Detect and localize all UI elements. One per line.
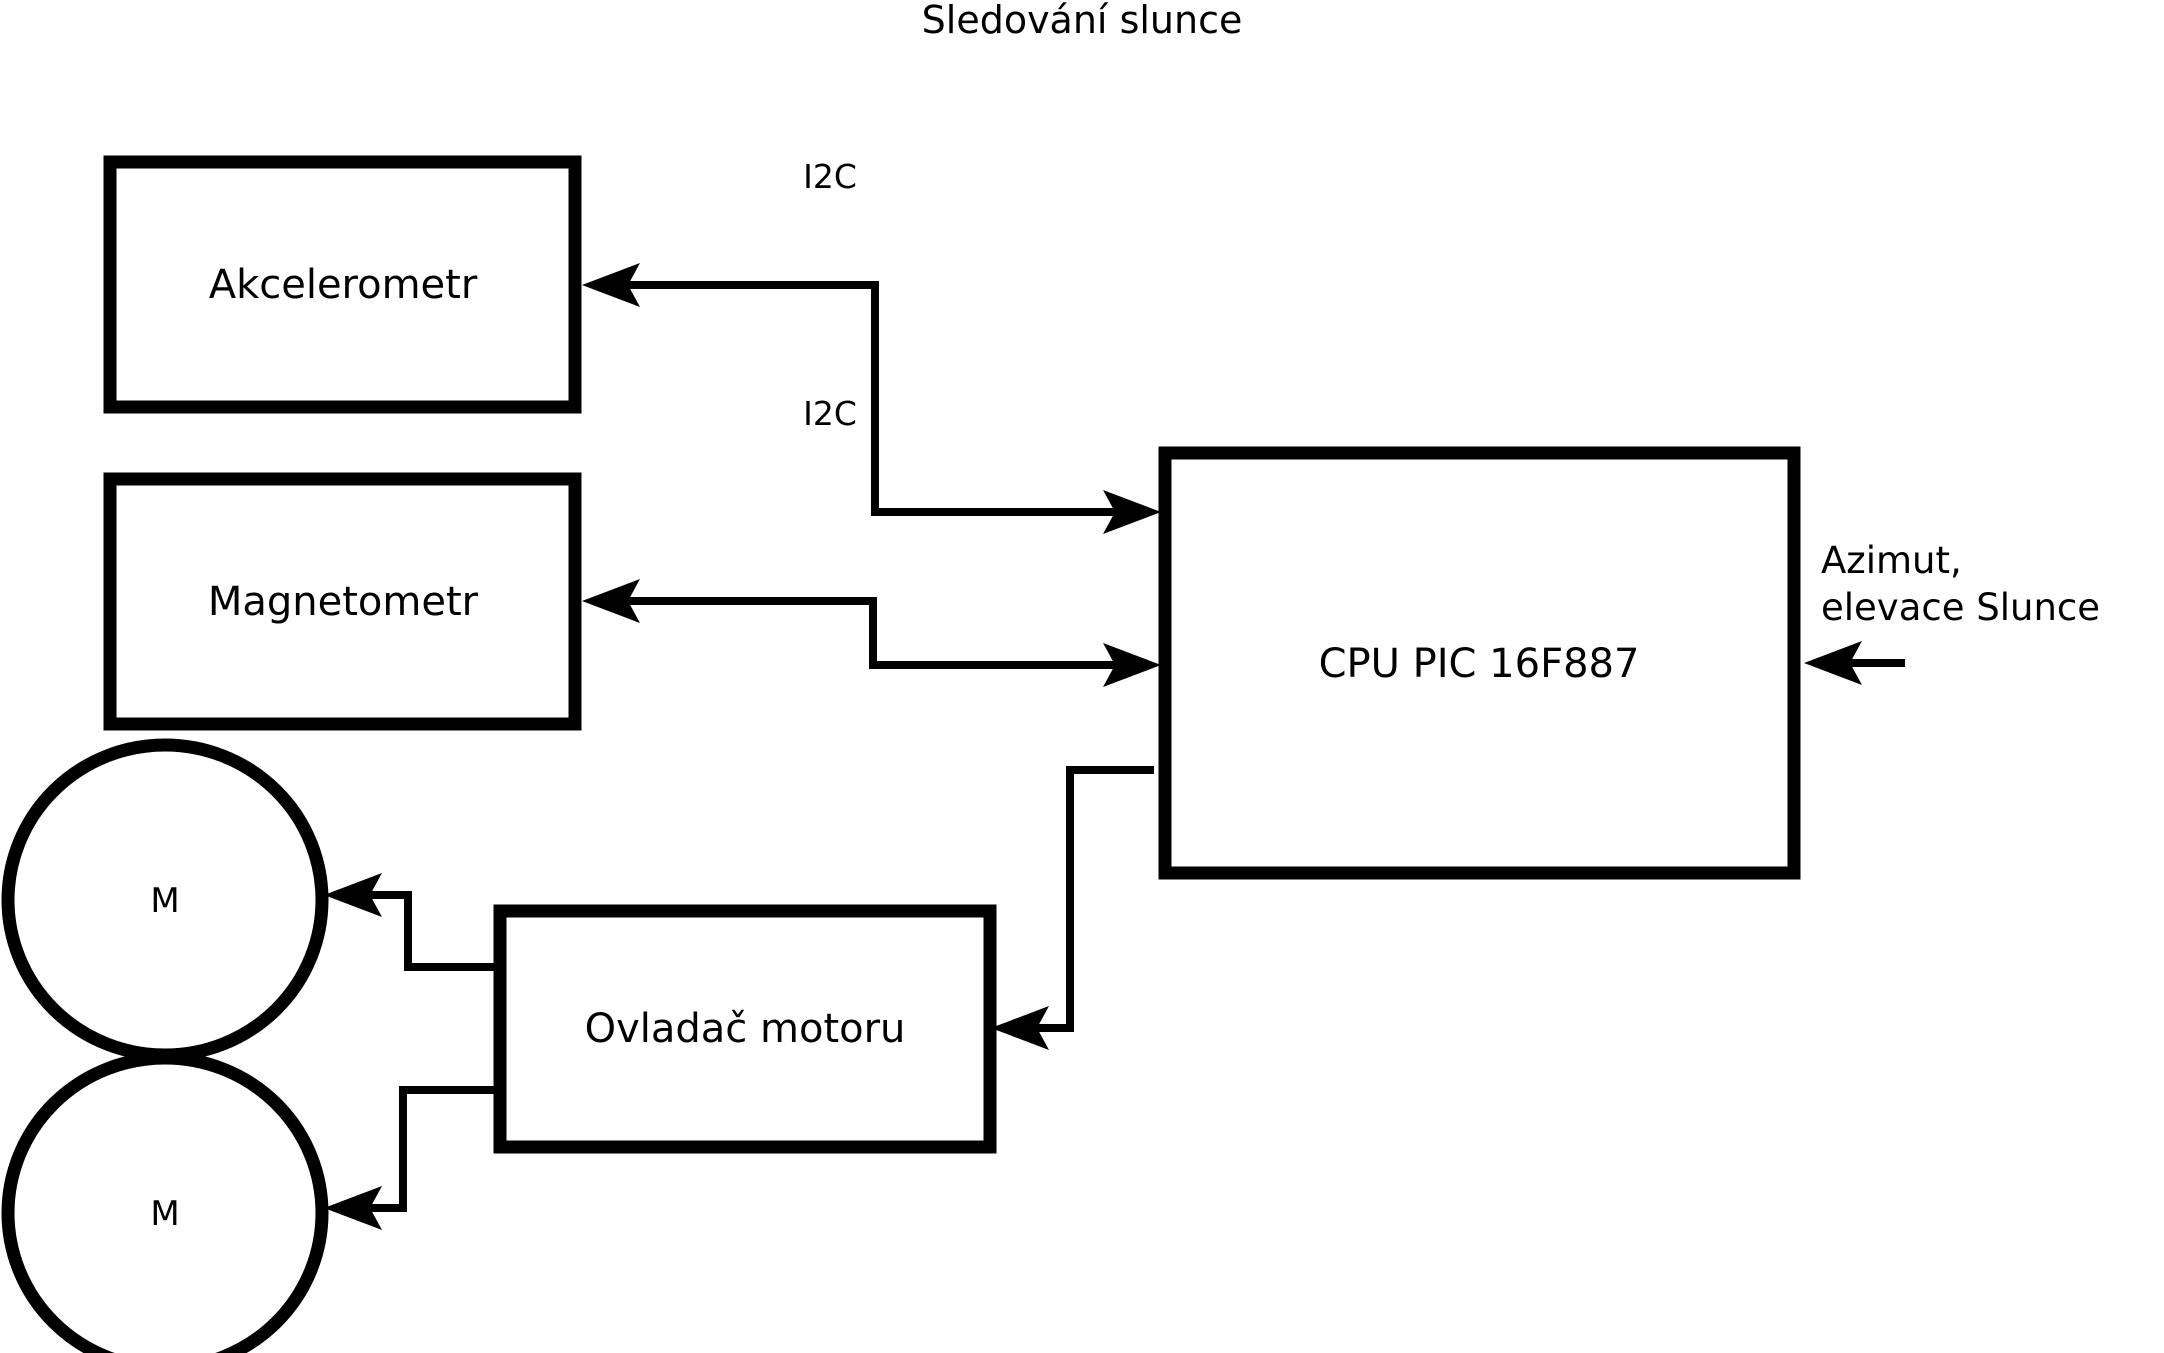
sun-input-label-line1: Azimut, — [1821, 539, 1962, 582]
edge-label-i2c-accelerometer: I2C — [803, 157, 857, 196]
motor-1-label: M — [150, 881, 179, 921]
diagram-title: Sledování slunce — [922, 0, 1243, 42]
arrowhead-into-accelerometer — [582, 263, 640, 307]
motor-driver-box[interactable] — [493, 904, 997, 1154]
arrowhead-into-magnetometer — [582, 579, 640, 623]
accelerometer-label: Akcelerometr — [209, 262, 478, 308]
edge-label-i2c-magnetometer: I2C — [803, 394, 857, 433]
block-cpu[interactable]: CPU PIC 16F887 — [1158, 446, 1801, 880]
arrowhead-into-cpu-bottom — [1103, 643, 1161, 687]
arrowhead-into-motor-1 — [324, 873, 382, 917]
magnetometer-label: Magnetometr — [208, 579, 479, 625]
arrowhead-into-cpu-top — [1103, 490, 1161, 534]
cpu-label: CPU PIC 16F887 — [1319, 641, 1640, 687]
motor-driver-label: Ovladač motoru — [585, 1006, 906, 1052]
connector-cpu-to-magnetometer — [582, 579, 1161, 687]
connector-sun-input-to-cpu — [1804, 641, 1905, 685]
motor-2-label: M — [150, 1194, 179, 1234]
magnetometer-box[interactable] — [103, 472, 582, 731]
arrowhead-into-motor-2 — [324, 1186, 382, 1230]
motor-2-circle[interactable] — [1, 1051, 329, 1353]
connector-cpu-to-motor-driver — [991, 766, 1154, 1050]
connector-motor-driver-to-motor-2 — [324, 1086, 497, 1230]
arrowhead-into-motor-driver — [991, 1006, 1049, 1050]
block-motor-2[interactable]: M — [1, 1051, 329, 1353]
sun-input-label-line2: elevace Slunce — [1821, 586, 2100, 629]
block-magnetometer[interactable]: Magnetometr — [103, 472, 582, 731]
connector-motor-driver-to-motor-1 — [324, 873, 497, 971]
connector-cpu-to-accelerometer — [582, 263, 1161, 534]
accelerometer-box[interactable] — [103, 155, 582, 414]
block-accelerometer[interactable]: Akcelerometr — [103, 155, 582, 414]
block-motor-driver[interactable]: Ovladač motoru — [493, 904, 997, 1154]
cpu-box[interactable] — [1158, 446, 1801, 880]
arrowhead-into-cpu-right — [1804, 641, 1862, 685]
block-motor-1[interactable]: M — [1, 738, 329, 1062]
